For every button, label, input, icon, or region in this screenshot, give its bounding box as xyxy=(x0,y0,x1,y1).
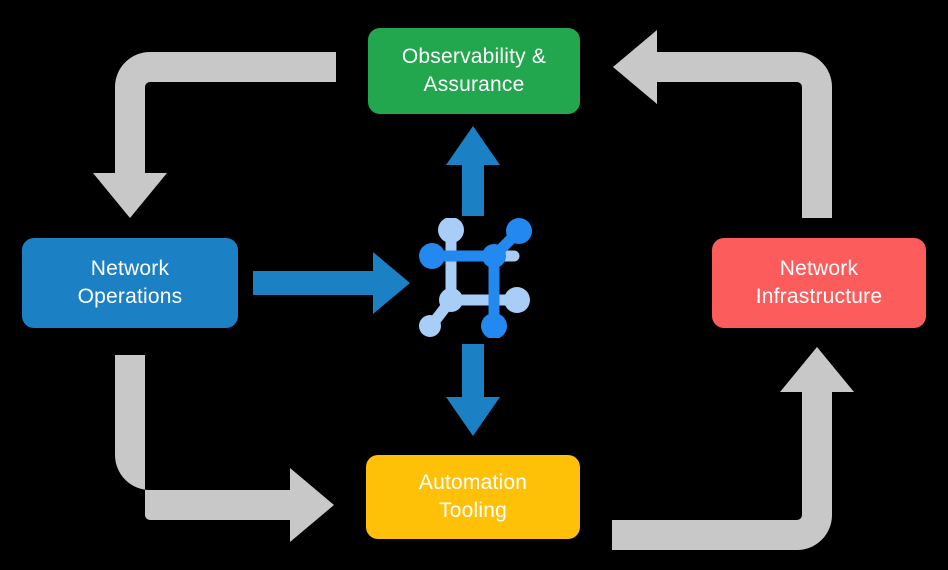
node-label-network-infrastructure: Network Infrastructure xyxy=(755,256,883,308)
node-label-network-operations: Network Operations xyxy=(77,256,183,308)
node-network-infrastructure[interactable]: Network Infrastructure xyxy=(712,238,926,328)
node-label-observability-assurance: Observability & Assurance xyxy=(401,44,547,96)
arrow-observability-to-operations xyxy=(93,52,336,218)
node-observability-assurance[interactable]: Observability & Assurance xyxy=(368,28,580,114)
node-label-automation-tooling: Automation Tooling xyxy=(418,470,528,522)
node-automation-tooling[interactable]: Automation Tooling xyxy=(366,455,580,539)
arrow-operations-to-automation xyxy=(115,355,334,542)
arrow-up-to-observability xyxy=(446,126,500,216)
arrow-down-to-automation xyxy=(446,344,500,436)
arrow-infrastructure-to-observability xyxy=(613,30,832,218)
arrow-automation-to-infrastructure xyxy=(612,347,854,550)
arrow-right-operations-to-center xyxy=(253,252,410,314)
node-network-operations[interactable]: Network Operations xyxy=(22,238,238,328)
network-topology-icon xyxy=(419,218,532,338)
